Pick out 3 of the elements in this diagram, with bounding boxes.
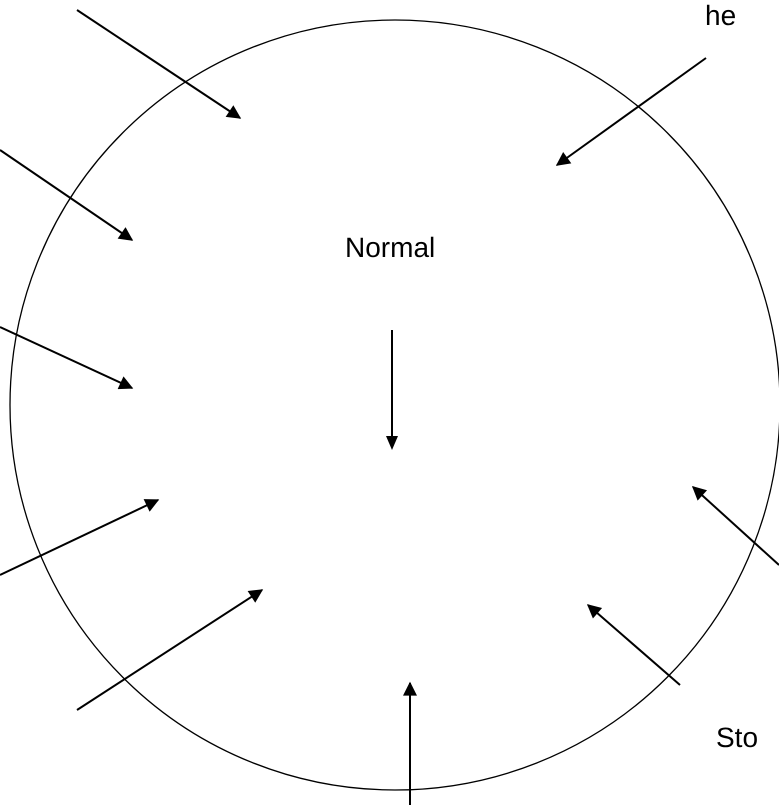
text-label: Sto	[716, 722, 758, 754]
node-label: Normal	[345, 232, 436, 264]
text-label: he	[705, 0, 736, 32]
